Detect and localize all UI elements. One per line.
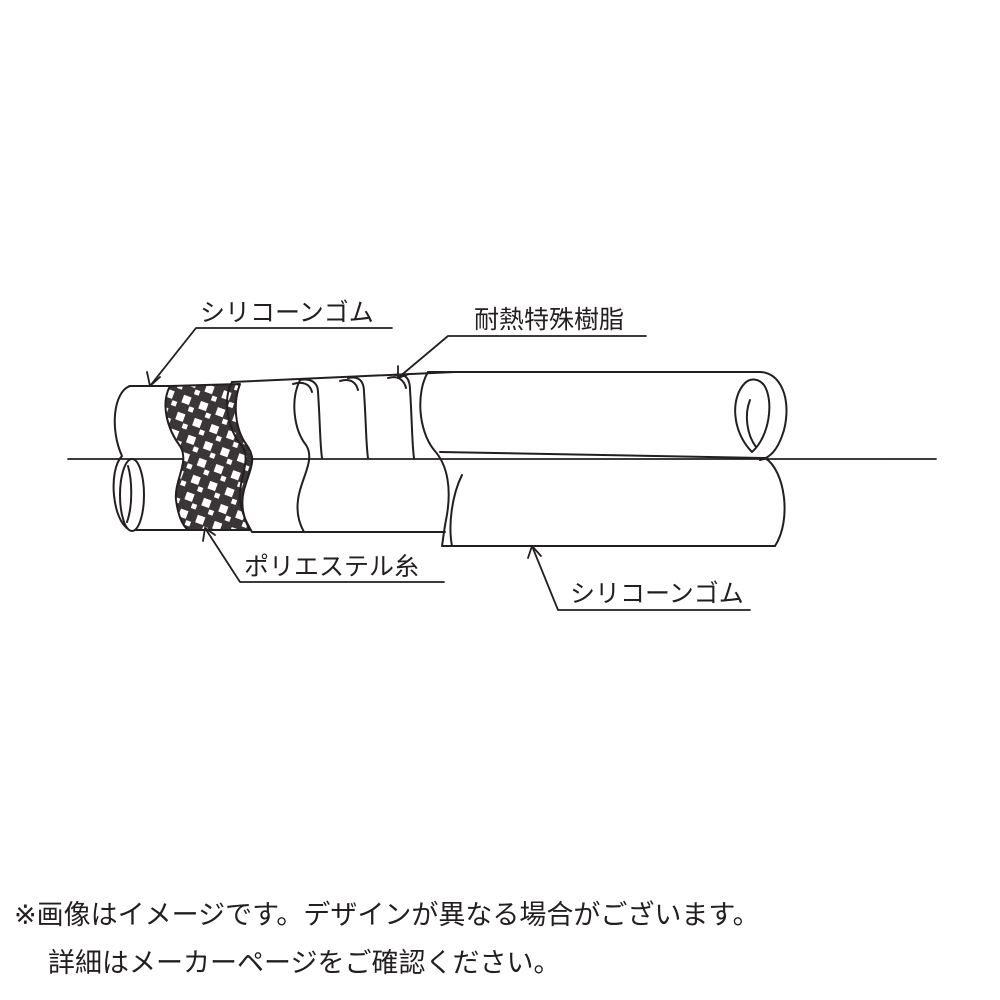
disclaimer-line-1: ※画像はイメージです。デザインが異なる場合がございます。: [14, 900, 760, 931]
arrow-head-outer-top-left: [146, 371, 161, 387]
leader-line-outer-bottom-right: [531, 545, 751, 611]
resin-layer: [226, 371, 456, 533]
label-silicone-rubber-top: シリコーンゴム: [200, 298, 374, 327]
label-silicone-rubber-bottom: シリコーンゴム: [570, 579, 744, 608]
arrow-head-yarn: [202, 527, 216, 542]
leader-line-outer-top-left: [149, 327, 393, 387]
label-heat-resistant-resin: 耐熱特殊樹脂: [474, 305, 624, 334]
leader-line-yarn: [204, 527, 445, 583]
leader-line-resin: [397, 335, 647, 379]
arrow-head-outer-bottom-right: [527, 545, 542, 559]
inner-silicone-tube: [112, 385, 193, 532]
disclaimer-line-2: 詳細はメーカーページをご確認ください。: [48, 948, 561, 979]
polyester-braid-layer: [164, 383, 254, 531]
arrow-head-resin: [397, 365, 410, 379]
label-polyester-yarn: ポリエステル糸: [244, 552, 419, 581]
outer-silicone-cover: [419, 371, 788, 547]
leader-lines: [146, 327, 751, 611]
